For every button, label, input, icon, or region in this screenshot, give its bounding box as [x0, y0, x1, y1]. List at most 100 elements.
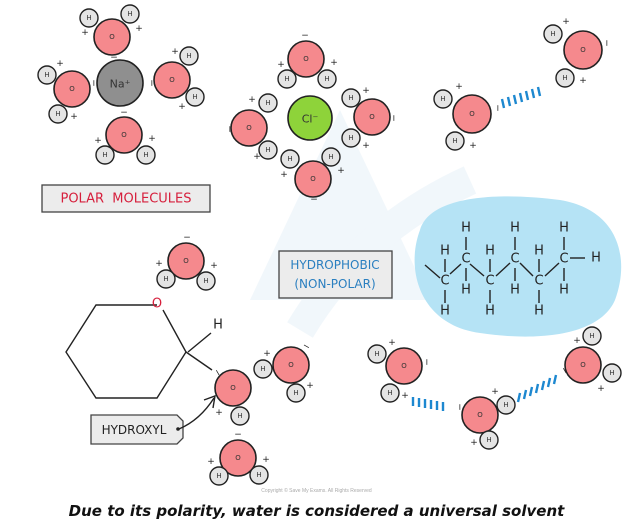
svg-text:HYDROPHOBIC: HYDROPHOBIC [290, 258, 379, 272]
water-molecule: H H O + + − [37, 59, 98, 124]
svg-text:H: H [186, 52, 191, 60]
polar-molecules-label: POLAR MOLECULES [41, 184, 211, 213]
water-molecule: O H H − + + [207, 430, 270, 486]
svg-text:H: H [534, 244, 544, 259]
water-molecule: H H O + + − [146, 46, 205, 112]
hydroxyl-label: HYDROXYL [90, 414, 184, 445]
water-molecule: O H H − + + [155, 233, 218, 291]
water-dimer: H H O + + − H H O + + − [433, 17, 611, 151]
svg-text:+: + [56, 59, 64, 69]
svg-text:H: H [485, 304, 495, 319]
svg-text:O: O [401, 362, 407, 370]
svg-text:H: H [237, 412, 242, 420]
svg-text:O: O [369, 113, 375, 121]
svg-text:−: − [454, 403, 464, 411]
svg-text:H: H [461, 283, 471, 298]
svg-text:H: H [609, 369, 614, 377]
svg-text:H: H [102, 151, 107, 159]
water-molecule: O H H − + + [94, 108, 156, 165]
svg-text:+: + [263, 349, 271, 359]
svg-text:−: − [88, 79, 98, 87]
svg-text:+: + [362, 86, 370, 96]
svg-text:+: + [388, 338, 396, 348]
svg-text:H: H [440, 244, 450, 259]
sugar-ring: O H [65, 297, 223, 399]
svg-text:H: H [503, 401, 508, 409]
svg-text:H: H [44, 71, 49, 79]
svg-text:+: + [306, 381, 314, 391]
svg-text:+: + [171, 47, 179, 57]
svg-text:H: H [348, 134, 353, 142]
svg-text:HYDROXYL: HYDROXYL [102, 423, 167, 437]
svg-text:+: + [491, 387, 499, 397]
svg-text:+: + [455, 82, 463, 92]
svg-text:O: O [230, 384, 236, 392]
svg-text:H: H [591, 251, 601, 266]
svg-text:+: + [337, 166, 345, 176]
svg-text:H: H [452, 137, 457, 145]
svg-text:H: H [324, 75, 329, 83]
svg-text:H: H [265, 99, 270, 107]
water-molecule: H H O + + − [79, 4, 143, 63]
svg-text:+: + [207, 457, 215, 467]
svg-text:H: H [440, 304, 450, 319]
svg-text:H: H [440, 95, 445, 103]
svg-text:+: + [562, 17, 570, 27]
svg-text:−: − [110, 53, 118, 63]
svg-text:H: H [550, 30, 555, 38]
svg-text:−: − [211, 367, 223, 379]
svg-text:H: H [143, 151, 148, 159]
svg-text:+: + [135, 24, 143, 34]
chloride-label: Cl⁻ [302, 113, 319, 126]
svg-text:−: − [120, 108, 128, 118]
sodium-ion [96, 59, 144, 107]
svg-text:C: C [559, 252, 568, 267]
water-molecule: H H O + + − [543, 17, 611, 88]
svg-text:+: + [262, 455, 270, 465]
svg-text:−: − [234, 430, 242, 440]
svg-text:H: H [348, 94, 353, 102]
svg-text:C: C [461, 252, 470, 267]
svg-text:+: + [401, 391, 409, 401]
svg-text:+: + [248, 95, 256, 105]
svg-text:H: H [265, 146, 270, 154]
svg-text:O: O [235, 454, 241, 462]
svg-text:H: H [127, 10, 132, 18]
svg-text:O: O [580, 46, 586, 54]
svg-text:+: + [70, 112, 78, 122]
svg-text:−: − [310, 195, 318, 205]
svg-text:H: H [328, 153, 333, 161]
svg-text:H: H [486, 436, 491, 444]
svg-text:+: + [280, 170, 288, 180]
svg-text:O: O [183, 257, 189, 265]
svg-text:−: − [146, 79, 156, 87]
hydrogen-bond [411, 397, 445, 411]
hydroxyl-arrow [178, 394, 216, 430]
svg-text:H: H [192, 93, 197, 101]
svg-text:+: + [573, 336, 581, 346]
chloride-ion [287, 95, 333, 141]
svg-text:O: O [152, 297, 162, 312]
svg-text:O: O [288, 361, 294, 369]
water-chain: H H O + + − O H H + + − [367, 326, 622, 450]
svg-text:O: O [121, 131, 127, 139]
svg-text:O: O [246, 124, 252, 132]
svg-text:+: + [470, 438, 478, 448]
svg-text:H: H [559, 221, 569, 236]
water-molecule: O H H − + + [277, 31, 338, 89]
svg-text:−: − [224, 125, 234, 133]
svg-text:H: H [86, 14, 91, 22]
water-molecule: O H H + + − [280, 147, 345, 205]
svg-text:−: − [601, 39, 611, 47]
svg-text:−: − [300, 341, 312, 353]
svg-text:H: H [55, 110, 60, 118]
svg-text:+: + [330, 58, 338, 68]
svg-text:−: − [492, 104, 502, 112]
svg-text:+: + [210, 261, 218, 271]
svg-text:H: H [287, 155, 292, 163]
svg-text:O: O [580, 361, 586, 369]
svg-text:H: H [260, 365, 265, 373]
svg-text:+: + [148, 134, 156, 144]
svg-text:C: C [534, 274, 543, 289]
svg-text:O: O [469, 110, 475, 118]
